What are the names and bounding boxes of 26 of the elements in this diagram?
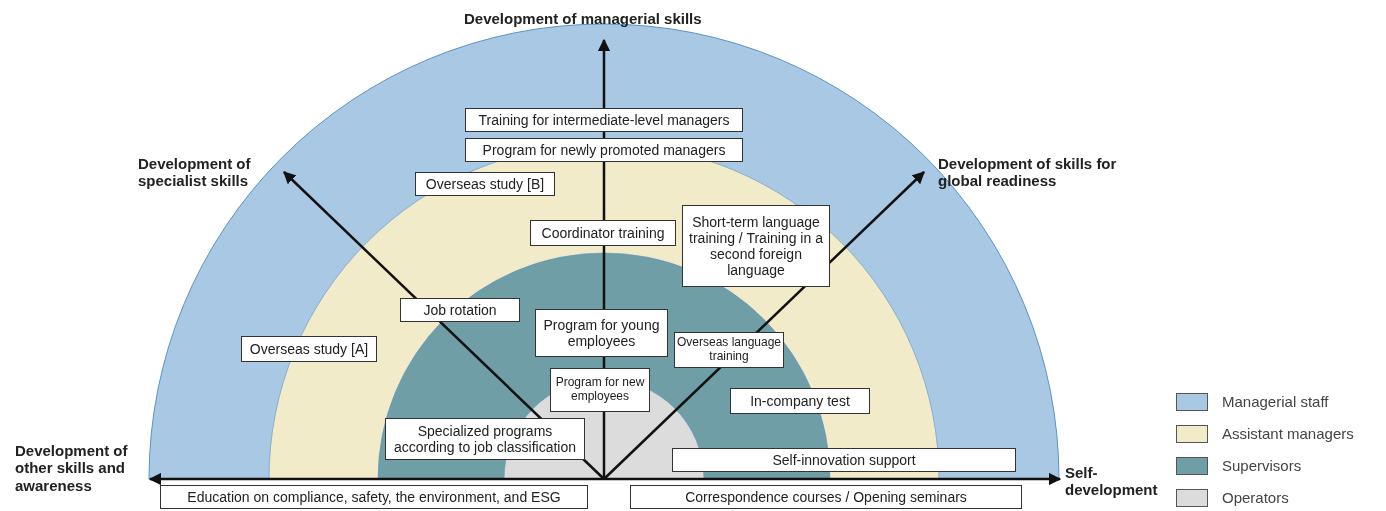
program-box: Specialized programs according to job classification [385,418,585,460]
axis-arrow [148,472,604,486]
axis-label: Development of other skills and awareness [15,440,150,496]
program-box: Correspondence courses / Opening seminars [630,485,1022,509]
axis-label: Development of specialist skills [138,152,278,192]
program-box: Program for young employees [535,309,668,357]
program-box: Overseas language training [674,332,784,368]
legend-label: Operators [1222,489,1289,506]
legend-label: Assistant managers [1222,425,1354,442]
legend-label: Managerial staff [1222,393,1329,410]
program-box: Self-innovation support [672,448,1016,472]
program-box: Short-term language training / Training in a second foreign language [682,205,830,287]
axis-label: Development of skills for global readiness [938,152,1128,192]
program-box: Job rotation [400,298,520,322]
axis-label: Self-development [1065,462,1175,500]
axis-label: Development of managerial skills [464,8,754,30]
program-box: Program for newly promoted managers [465,138,743,162]
program-box: Coordinator training [530,220,676,246]
legend-label: Supervisors [1222,457,1302,474]
program-box: Program for new employees [550,368,650,412]
program-box: In-company test [730,388,870,414]
axis-arrow [604,472,1062,486]
program-box: Overseas study [A] [241,336,377,362]
program-box: Education on compliance, safety, the environment, and ESG [160,485,588,509]
program-box: Overseas study [B] [415,172,555,196]
program-box: Training for intermediate-level managers [465,108,743,132]
